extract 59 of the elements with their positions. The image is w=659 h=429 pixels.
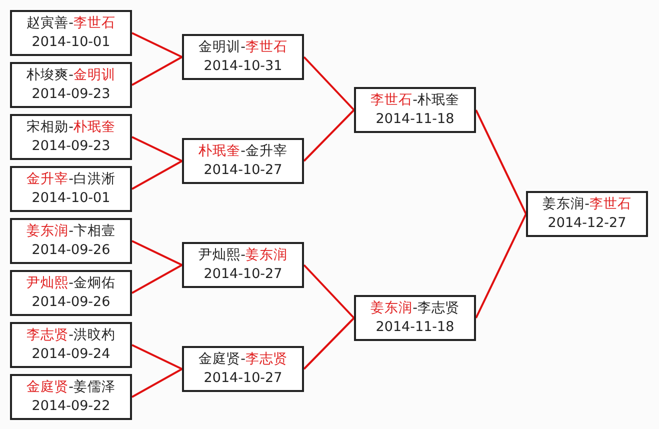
match-date: 2014-09-24	[32, 345, 110, 364]
match-box	[10, 166, 132, 212]
bracket-line	[132, 160, 182, 190]
match-box	[10, 322, 132, 368]
match-players: 金庭贤-李志贤	[198, 350, 288, 369]
match-box	[182, 346, 304, 392]
match-players: 尹灿熙-姜东润	[198, 246, 288, 265]
bracket-line	[132, 240, 182, 266]
match-date: 2014-10-01	[32, 189, 110, 208]
match-date: 2014-09-23	[32, 85, 110, 104]
match-players: 金庭贤-姜儒泽	[26, 378, 116, 397]
bracket-line	[303, 109, 355, 162]
match-date: 2014-09-22	[32, 397, 110, 416]
bracket-line	[303, 317, 355, 370]
match-date: 2014-11-18	[376, 110, 454, 129]
match-players: 姜东润-李世石	[542, 195, 632, 214]
match-players: 金升宰-白洪淅	[26, 170, 116, 189]
match-date: 2014-09-26	[32, 241, 110, 260]
match-players: 宋相勋-朴珉奎	[26, 118, 116, 137]
match-players: 姜东润-李志贤	[370, 299, 460, 318]
match-players: 尹灿熙-金炯佑	[26, 274, 116, 293]
match-players: 朴珉奎-金升宰	[198, 142, 288, 161]
bracket-line	[303, 56, 355, 111]
match-date: 2014-09-23	[32, 137, 110, 156]
bracket-line	[475, 214, 527, 318]
match-box	[354, 295, 476, 341]
match-box	[10, 10, 132, 56]
match-date: 2014-09-26	[32, 293, 110, 312]
match-box	[182, 138, 304, 184]
match-date: 2014-12-27	[548, 214, 626, 233]
bracket-line	[132, 32, 182, 58]
bracket-line	[132, 344, 182, 370]
match-box	[10, 374, 132, 420]
match-players: 金明训-李世石	[198, 38, 288, 57]
bracket-line	[475, 110, 527, 214]
match-players: 赵寅善-李世石	[26, 14, 116, 33]
match-players: 姜东润-卞相壹	[26, 222, 116, 241]
match-box	[10, 62, 132, 108]
match-date: 2014-10-27	[204, 161, 282, 180]
match-date: 2014-10-27	[204, 369, 282, 388]
match-players: 朴埈爽-金明训	[26, 66, 116, 85]
bracket-line	[132, 368, 182, 398]
match-box	[354, 87, 476, 133]
match-players: 李志贤-洪旼杓	[26, 326, 116, 345]
match-box	[526, 191, 648, 237]
match-players: 李世石-朴珉奎	[370, 91, 460, 110]
match-box	[182, 242, 304, 288]
bracket-line	[132, 136, 182, 162]
match-box	[10, 218, 132, 264]
match-box	[10, 270, 132, 316]
match-box	[10, 114, 132, 160]
match-date: 2014-10-27	[204, 265, 282, 284]
match-date: 2014-10-01	[32, 33, 110, 52]
bracket-line	[303, 264, 355, 319]
match-box	[182, 34, 304, 80]
match-date: 2014-11-18	[376, 318, 454, 337]
match-date: 2014-10-31	[204, 57, 282, 76]
bracket-line	[132, 264, 182, 294]
bracket-line	[132, 56, 182, 86]
